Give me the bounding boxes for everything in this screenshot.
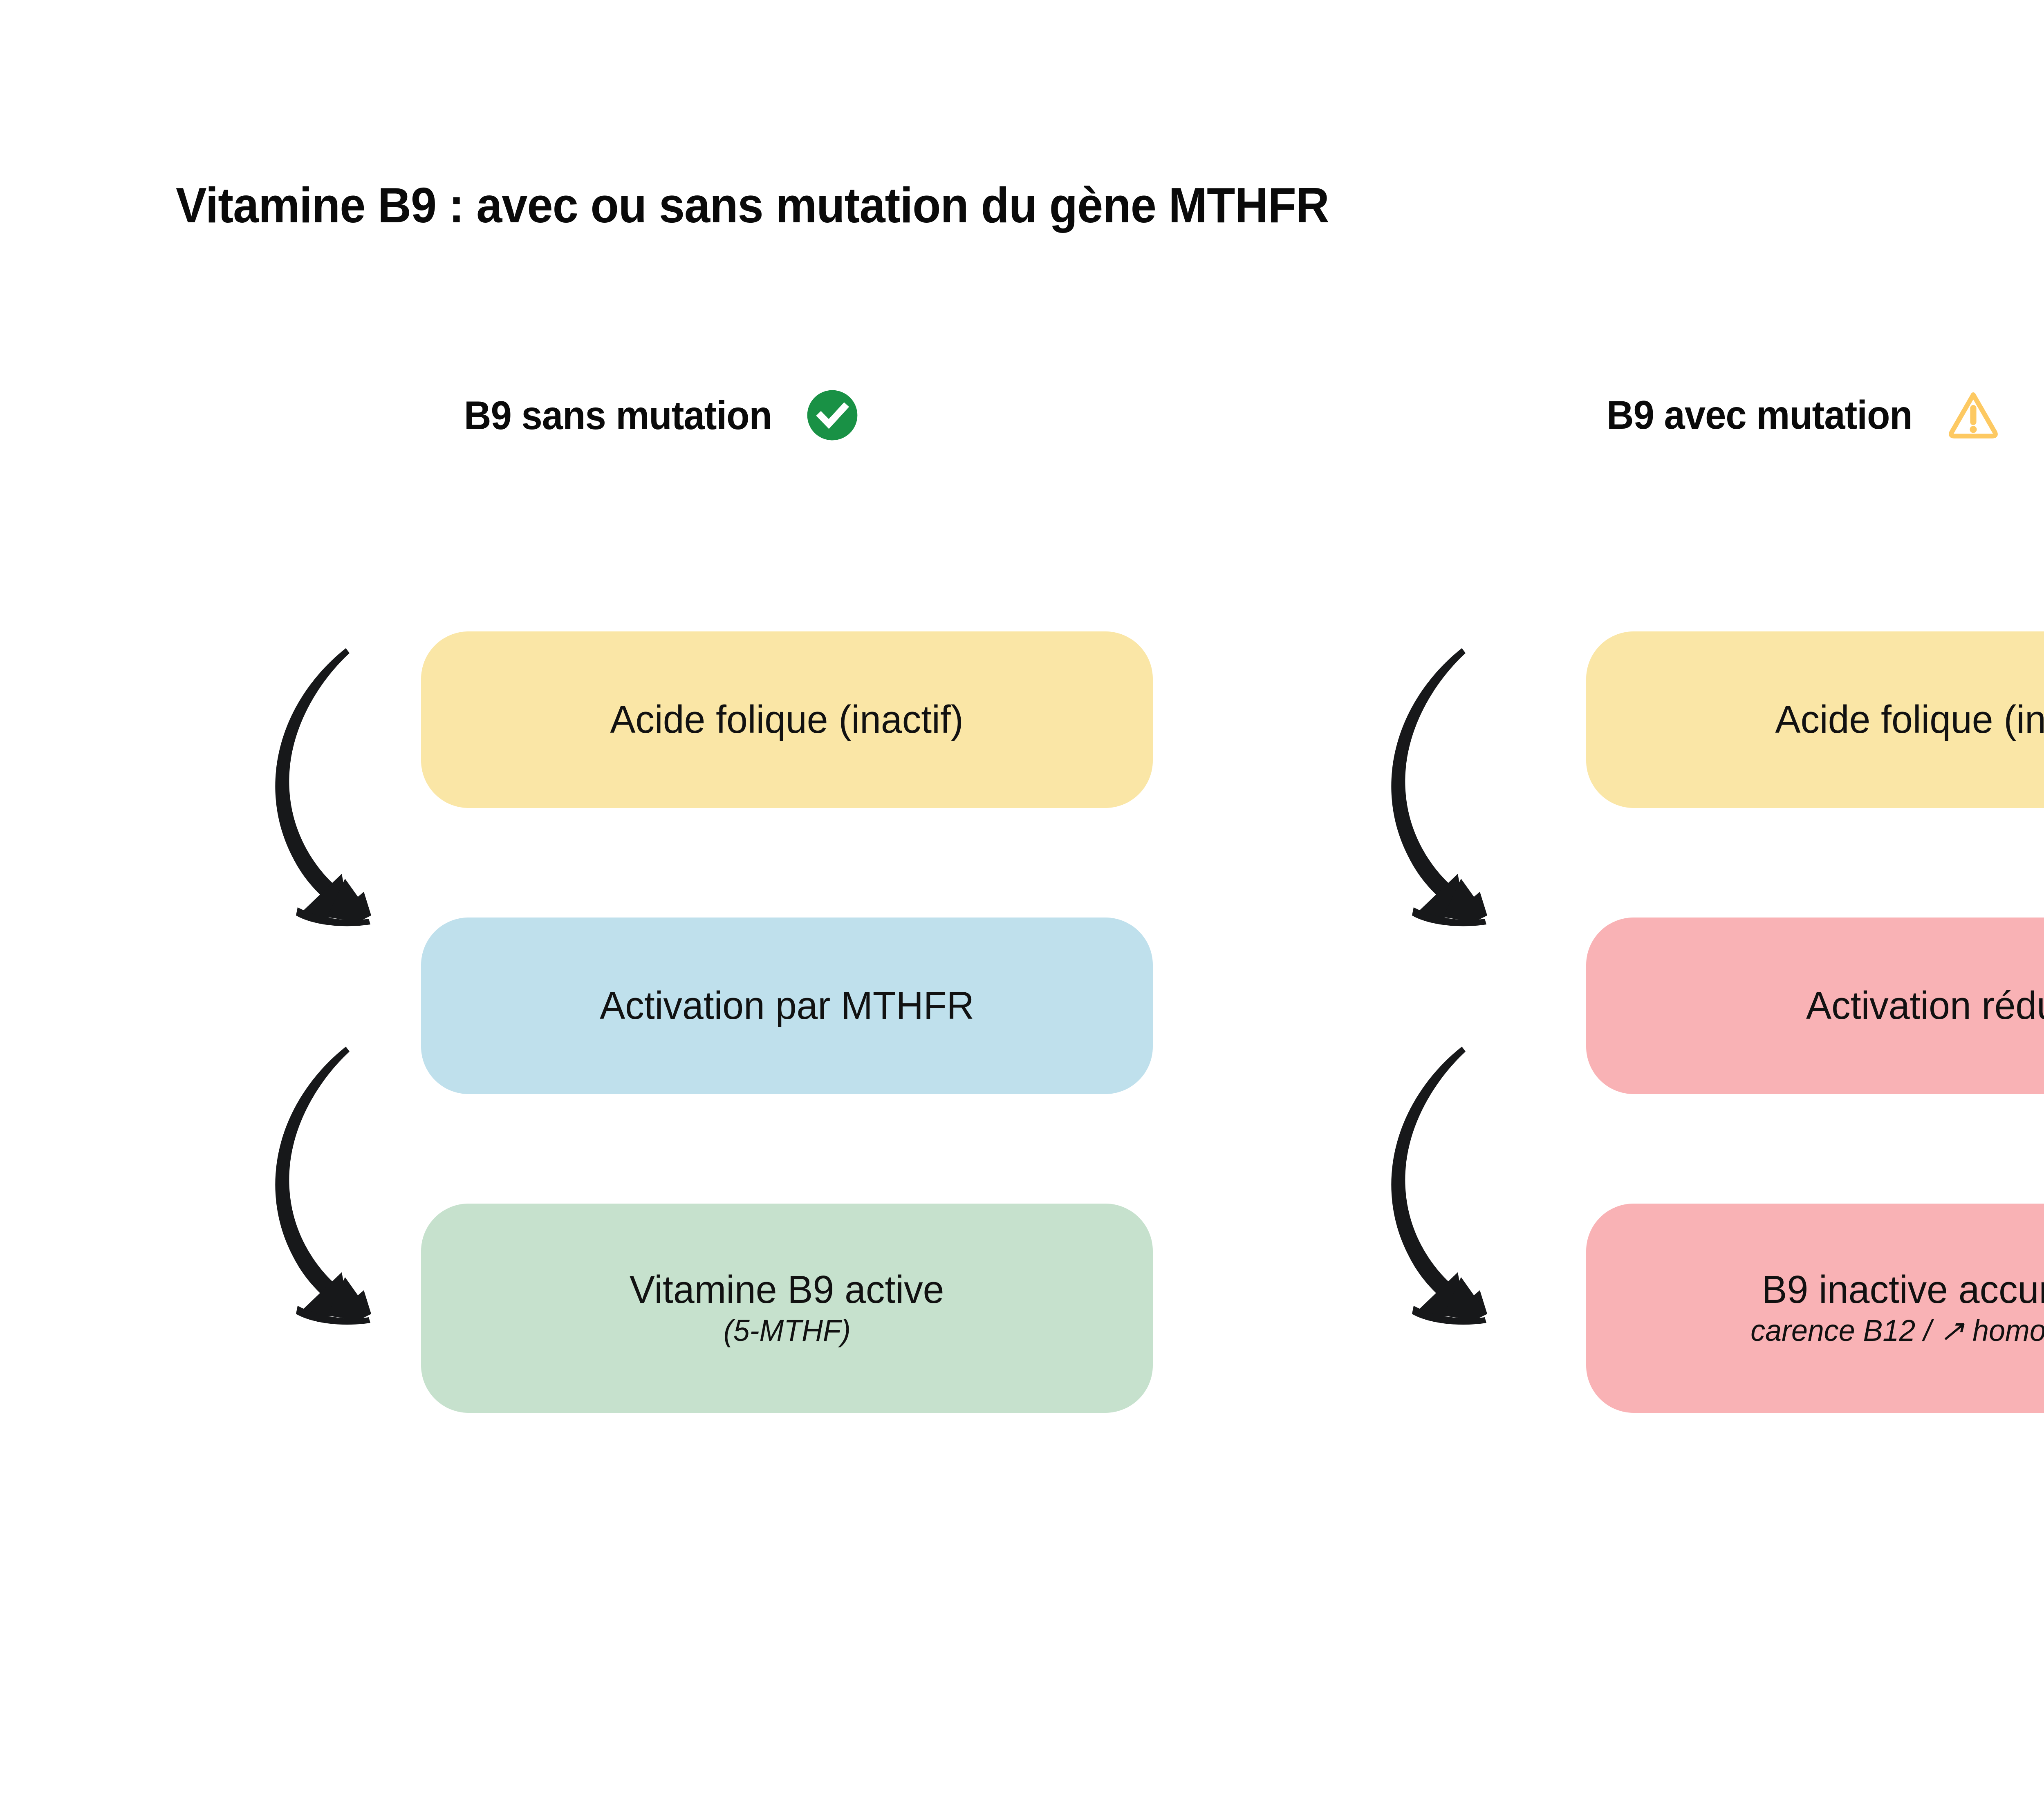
step-box-b9-inactive-accumulee: B9 inactive accumulée carence B12 / ↗ ho…: [1586, 1204, 2044, 1413]
check-circle-icon: [806, 389, 858, 441]
curved-brush-arrow-down-icon: [1378, 646, 1549, 932]
step-box-acide-folique-avec: Acide folique (inactif): [1586, 631, 2044, 808]
step-box-vitamine-b9-active: Vitamine B9 active (5-MTHF): [421, 1204, 1153, 1413]
column-header-label-avec-mutation: B9 avec mutation: [1607, 392, 1913, 437]
step-label: Activation par MTHFR: [600, 983, 974, 1027]
step-box-acide-folique-sans: Acide folique (inactif): [421, 631, 1153, 808]
warning-triangle-icon: [1946, 389, 2000, 441]
column-header-label-sans-mutation: B9 sans mutation: [464, 392, 772, 438]
step-box-activation-mthfr: Activation par MTHFR: [421, 918, 1153, 1094]
curved-brush-arrow-down-icon: [262, 1044, 433, 1330]
step-label: Vitamine B9 active: [630, 1267, 944, 1311]
column-header-avec-mutation: B9 avec mutation: [1607, 389, 2000, 441]
curved-brush-arrow-down-icon: [262, 646, 433, 932]
column-header-sans-mutation: B9 sans mutation: [464, 389, 858, 441]
step-sublabel: (5-MTHF): [723, 1313, 851, 1347]
step-label: Activation réduite: [1806, 983, 2044, 1027]
step-sublabel: carence B12 / ↗ homocystéine: [1750, 1313, 2044, 1347]
curved-brush-arrow-down-icon: [1378, 1044, 1549, 1330]
step-label: B9 inactive accumulée: [1762, 1267, 2044, 1311]
step-box-activation-reduite: Activation réduite: [1586, 918, 2044, 1094]
step-label: Acide folique (inactif): [610, 697, 964, 741]
page-title: Vitamine B9 : avec ou sans mutation du g…: [176, 177, 1329, 233]
step-label: Acide folique (inactif): [1775, 697, 2044, 741]
